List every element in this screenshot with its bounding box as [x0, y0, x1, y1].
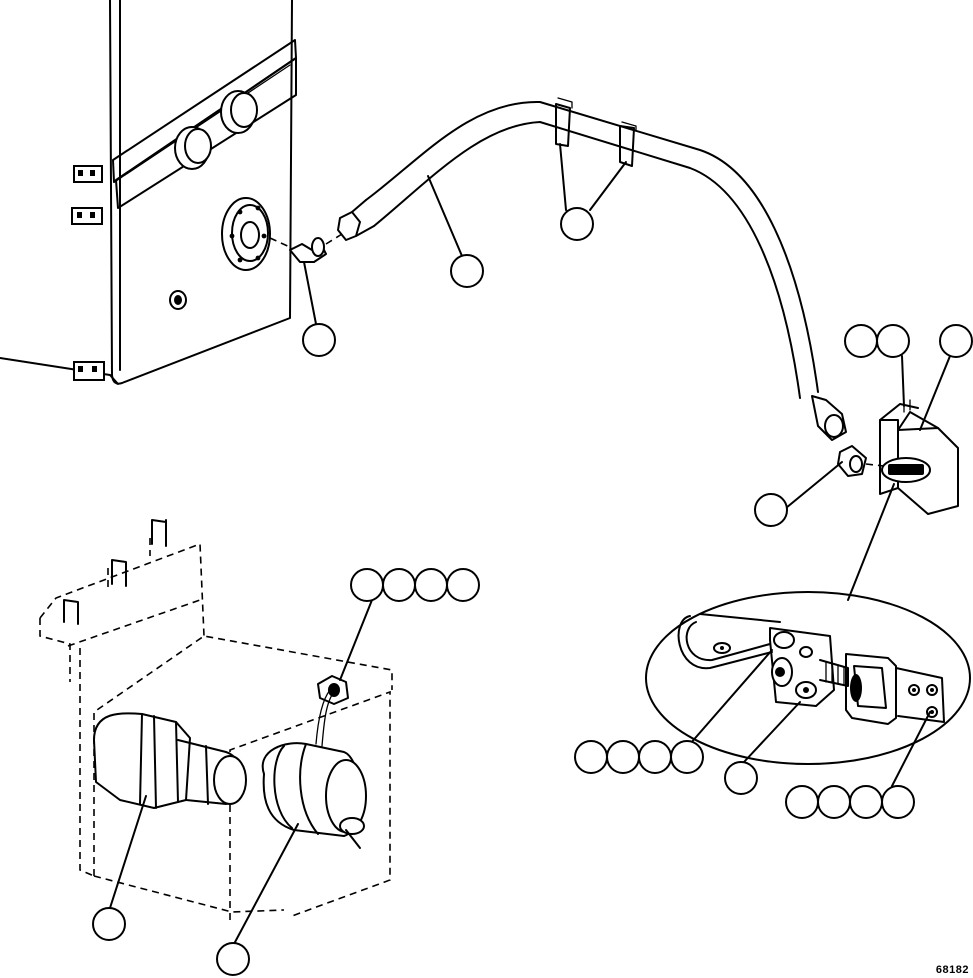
tank-tab-middle [71, 207, 103, 225]
chain-fitting [317, 675, 349, 705]
callout-balloon [350, 568, 384, 602]
callout-balloon [382, 568, 416, 602]
callout-balloon [876, 324, 910, 358]
elbow-fitting-left [289, 237, 327, 263]
rail-bumper-2 [220, 90, 258, 134]
callout-balloon [92, 907, 126, 941]
drawing-number: 68182 [935, 964, 969, 976]
callout-balloon [216, 942, 250, 976]
hose [337, 97, 847, 441]
callout-balloon [670, 740, 704, 774]
center-line-hose-start [325, 233, 343, 245]
callout-balloon [574, 740, 608, 774]
bottom-left-assembly [39, 519, 393, 920]
tank-tab-top [73, 165, 103, 183]
callout-balloon [606, 740, 640, 774]
callout-balloon [414, 568, 448, 602]
dust-cap [261, 742, 367, 849]
outlet-flange [221, 197, 271, 271]
callout-balloon [638, 740, 672, 774]
hose-clamp-2 [619, 121, 637, 167]
tank-tab-bottom [73, 361, 105, 381]
drain-plug [169, 290, 187, 310]
callout-balloon [844, 324, 878, 358]
rail-bumper-1 [174, 126, 212, 170]
callout-balloons [92, 207, 973, 976]
callout-balloon [785, 785, 819, 819]
callout-balloon [754, 493, 788, 527]
tank [0, 0, 297, 385]
callout-balloon [302, 323, 336, 357]
elbow-fitting-right [837, 445, 867, 477]
callout-balloon [450, 254, 484, 288]
callout-balloon [817, 785, 851, 819]
detail-view [645, 591, 971, 765]
callout-balloon [881, 785, 915, 819]
leader-lines [109, 143, 951, 945]
hex-adapter [93, 712, 247, 809]
callout-balloon [560, 207, 594, 241]
hose-clamp-1 [555, 97, 573, 147]
callout-balloon [849, 785, 883, 819]
callout-balloon [724, 761, 758, 795]
center-line-elbow-right [865, 463, 885, 467]
center-line-elbow [269, 237, 293, 249]
callout-balloon [446, 568, 480, 602]
callout-balloon [939, 324, 973, 358]
dry-break-bracket [879, 399, 959, 515]
